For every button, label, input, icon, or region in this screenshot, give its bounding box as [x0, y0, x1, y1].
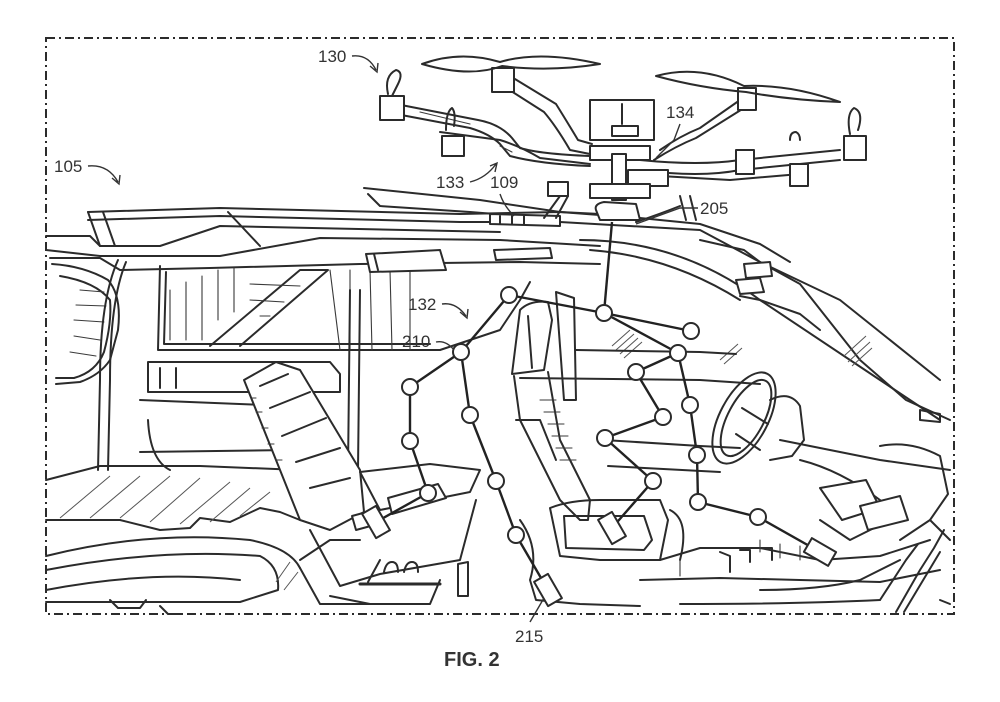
label-210: 210	[402, 332, 430, 351]
sensor-node	[681, 396, 699, 414]
roof-connector-cable	[602, 221, 614, 314]
drone-motor	[789, 163, 809, 187]
sensor-module	[597, 510, 627, 546]
sensor-feeder-link	[375, 491, 429, 524]
label-133: 133	[436, 173, 464, 192]
figure-caption: FIG. 2	[444, 649, 500, 671]
drone-propeller-tip	[386, 69, 402, 97]
sensor-link	[604, 415, 664, 440]
drone-motor	[735, 149, 755, 175]
label-205: 205	[700, 199, 728, 218]
sensor-node	[487, 472, 505, 490]
drone-motor	[491, 67, 515, 93]
sensor-node	[689, 493, 707, 511]
sensor-node	[596, 429, 614, 447]
front-seat	[511, 291, 685, 607]
sensor-node	[500, 286, 518, 304]
sensor-node	[682, 322, 700, 340]
sensor-link	[494, 480, 518, 536]
rear-seat	[243, 361, 481, 605]
sensor-node	[507, 526, 525, 544]
sensor-link	[459, 351, 472, 416]
base-module-215	[533, 572, 563, 608]
drone-motor	[379, 95, 405, 121]
label-134: 134	[666, 103, 694, 122]
sensor-node	[627, 363, 645, 381]
sensor-link	[508, 293, 605, 315]
roof-dock	[363, 187, 773, 295]
sensor-link	[468, 414, 498, 482]
sensor-node	[688, 446, 706, 464]
sensor-node	[669, 344, 687, 362]
sensor-feeder-link	[611, 480, 654, 529]
sensor-node	[654, 408, 672, 426]
sensor-link	[604, 437, 654, 482]
vehicle-body	[45, 207, 791, 615]
drone-propeller-tip	[445, 107, 456, 131]
sensor-network	[361, 221, 838, 608]
drone-propeller	[655, 70, 841, 103]
drone	[379, 55, 867, 223]
sensor-node	[461, 406, 479, 424]
label-215: 215	[515, 627, 543, 646]
sensor-node	[401, 378, 419, 396]
reference-labels: 130 105 134 133 109 205 132 210 215 FIG.…	[54, 47, 728, 671]
label-109: 109	[490, 173, 518, 192]
sensor-node-210	[452, 343, 470, 361]
sensor-link	[603, 311, 679, 355]
sensor-link	[697, 500, 759, 519]
sensor-node	[595, 304, 613, 322]
sensor-link	[460, 294, 510, 353]
front-interior	[519, 221, 951, 613]
drone-motor	[843, 135, 867, 161]
sensor-module	[361, 504, 391, 540]
sensor-link	[408, 440, 430, 494]
figure-boundary-frame	[45, 37, 955, 615]
sensor-node	[749, 508, 767, 526]
sensor-node	[419, 484, 437, 502]
label-130: 130	[318, 47, 346, 66]
sensor-link	[603, 311, 692, 333]
sensor-node	[644, 472, 662, 490]
sensor-module	[802, 537, 838, 567]
label-132: 132	[408, 295, 436, 314]
label-105: 105	[54, 157, 82, 176]
sensor-link	[409, 351, 462, 388]
drone-motor	[441, 135, 465, 157]
drone-propeller	[421, 55, 601, 73]
sensor-node	[401, 432, 419, 450]
drone-propeller-tip	[847, 107, 862, 135]
